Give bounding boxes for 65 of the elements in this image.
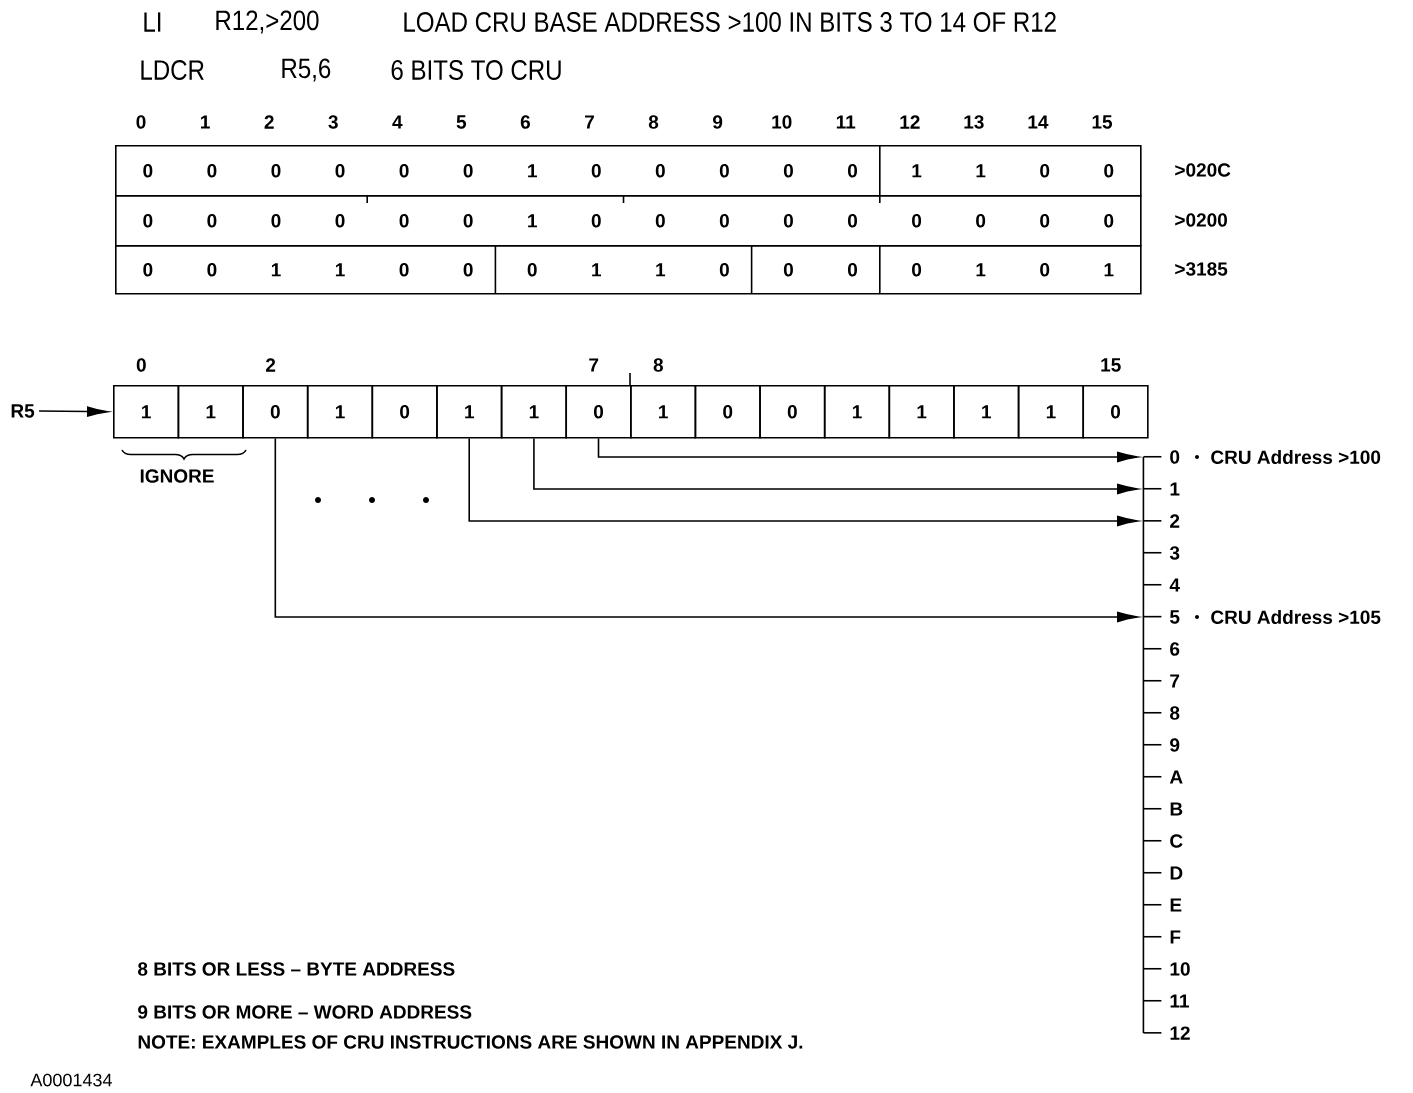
address-line-label: 8: [1142, 706, 1180, 720]
bit-cell: 1: [823, 385, 891, 439]
bit-cell: 0: [371, 385, 438, 439]
address-line-label: 6: [1142, 642, 1180, 656]
address-line-label: 4: [1142, 578, 1180, 592]
register-name: R5: [11, 404, 35, 418]
instruction-text: LI: [144, 12, 161, 32]
instruction-text: LDCR: [141, 60, 204, 80]
address-line-label: 0: [1142, 450, 1180, 464]
register-row: 0 0 0 0 0 0 1 0 0 0 0 0 0 0 0 0: [115, 195, 1142, 247]
note-text: 9 BITS OR MORE – WORD ADDRESS: [138, 1005, 472, 1019]
note-text: NOTE: EXAMPLES OF CRU INSTRUCTIONS ARE SHOWN IN APPENDIX J.: [138, 1035, 803, 1049]
hex-value: >3185: [1175, 262, 1228, 276]
bit-number: 7: [589, 358, 599, 372]
arrow: [38, 406, 109, 417]
bit-cell: 0: [759, 385, 826, 439]
address-line-label: D: [1142, 866, 1183, 880]
address-line-label: 5: [1142, 610, 1180, 624]
bit-cell: 0: [694, 385, 761, 439]
hex-value: >0200: [1175, 213, 1227, 227]
address-line-label: 3: [1142, 546, 1180, 560]
address-line-label: 10: [1142, 962, 1190, 976]
address-line-label: F: [1142, 930, 1181, 944]
address-line-label: 1: [1142, 482, 1180, 496]
address-line-label: 9: [1142, 738, 1180, 752]
arrow: [597, 437, 1139, 463]
instruction-text: 6 BITS TO CRU: [391, 60, 561, 80]
bit-number: 8: [653, 358, 663, 372]
address-line-label: C: [1142, 834, 1183, 848]
ignore-label: IGNORE: [140, 469, 214, 483]
address-line-label: 7: [1142, 674, 1180, 688]
bit-cell: 1: [113, 385, 180, 439]
bit-cell: 1: [888, 385, 955, 439]
register-row: 0 0 0 0 0 0 1 0 0 0 0 0 1 1 0 0: [115, 145, 1142, 197]
address-line-label: A: [1142, 770, 1183, 784]
bit-cell: 0: [565, 385, 632, 439]
note-text: 8 BITS OR LESS – BYTE ADDRESS: [138, 962, 455, 976]
address-line-label: 11: [1142, 994, 1189, 1008]
instruction-text: LOAD CRU BASE ADDRESS >100 IN BITS 3 TO 14 OF R12: [404, 12, 1056, 32]
address-note: CRU Address >105: [1211, 610, 1381, 624]
bit-number: 15: [1101, 358, 1121, 372]
bit-number: 0: [136, 358, 146, 372]
bit-cell: 1: [177, 385, 244, 439]
bit-cell: 1: [953, 385, 1020, 439]
arrow: [274, 437, 1139, 623]
bit-cell: 1: [306, 385, 374, 439]
bit-cell: 1: [500, 385, 568, 439]
hex-value: >020C: [1175, 163, 1231, 177]
figure-number: A0001434: [30, 1073, 112, 1087]
bit-cell: 0: [1082, 385, 1149, 439]
arrow: [533, 437, 1139, 495]
instruction-text: R12,>200: [216, 10, 319, 34]
address-line-label: B: [1142, 802, 1183, 816]
bit-cell: 1: [1017, 385, 1085, 439]
bit-cell: 1: [630, 385, 697, 439]
address-line-label: 2: [1142, 514, 1180, 528]
address-line-label: E: [1142, 898, 1182, 912]
arrow: [468, 437, 1139, 527]
bit-cell: 0: [242, 385, 309, 439]
address-note: CRU Address >100: [1211, 450, 1381, 464]
bit-number: 2: [266, 358, 276, 372]
register-row: 0 0 1 1 0 0 0 1 1 0 0 0 0 1 0 1: [115, 245, 1142, 295]
bit-cell: 1: [436, 385, 503, 439]
address-line-label: 12: [1142, 1026, 1190, 1040]
instruction-text: R5,6: [282, 58, 331, 82]
